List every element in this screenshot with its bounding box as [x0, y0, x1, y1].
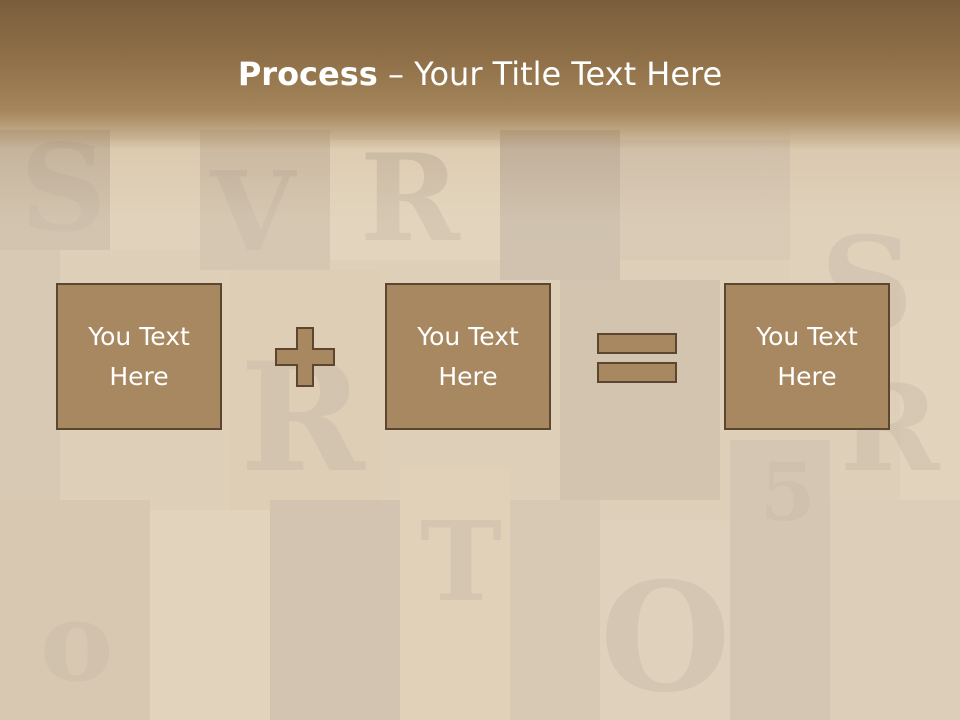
- process-box-2[interactable]: You Text Here: [385, 283, 551, 430]
- title-rest: – Your Title Text Here: [377, 55, 723, 93]
- title-bar: [0, 0, 960, 150]
- process-box-3[interactable]: You Text Here: [724, 283, 890, 430]
- equals-icon: [597, 333, 677, 383]
- process-box-1-text: You Text Here: [88, 321, 190, 391]
- slide-title[interactable]: Process – Your Title Text Here: [0, 54, 960, 94]
- process-box-1[interactable]: You Text Here: [56, 283, 222, 430]
- process-box-3-text: You Text Here: [756, 321, 858, 391]
- plus-icon: [275, 327, 335, 387]
- process-box-2-text: You Text Here: [417, 321, 519, 391]
- title-bold: Process: [237, 55, 378, 93]
